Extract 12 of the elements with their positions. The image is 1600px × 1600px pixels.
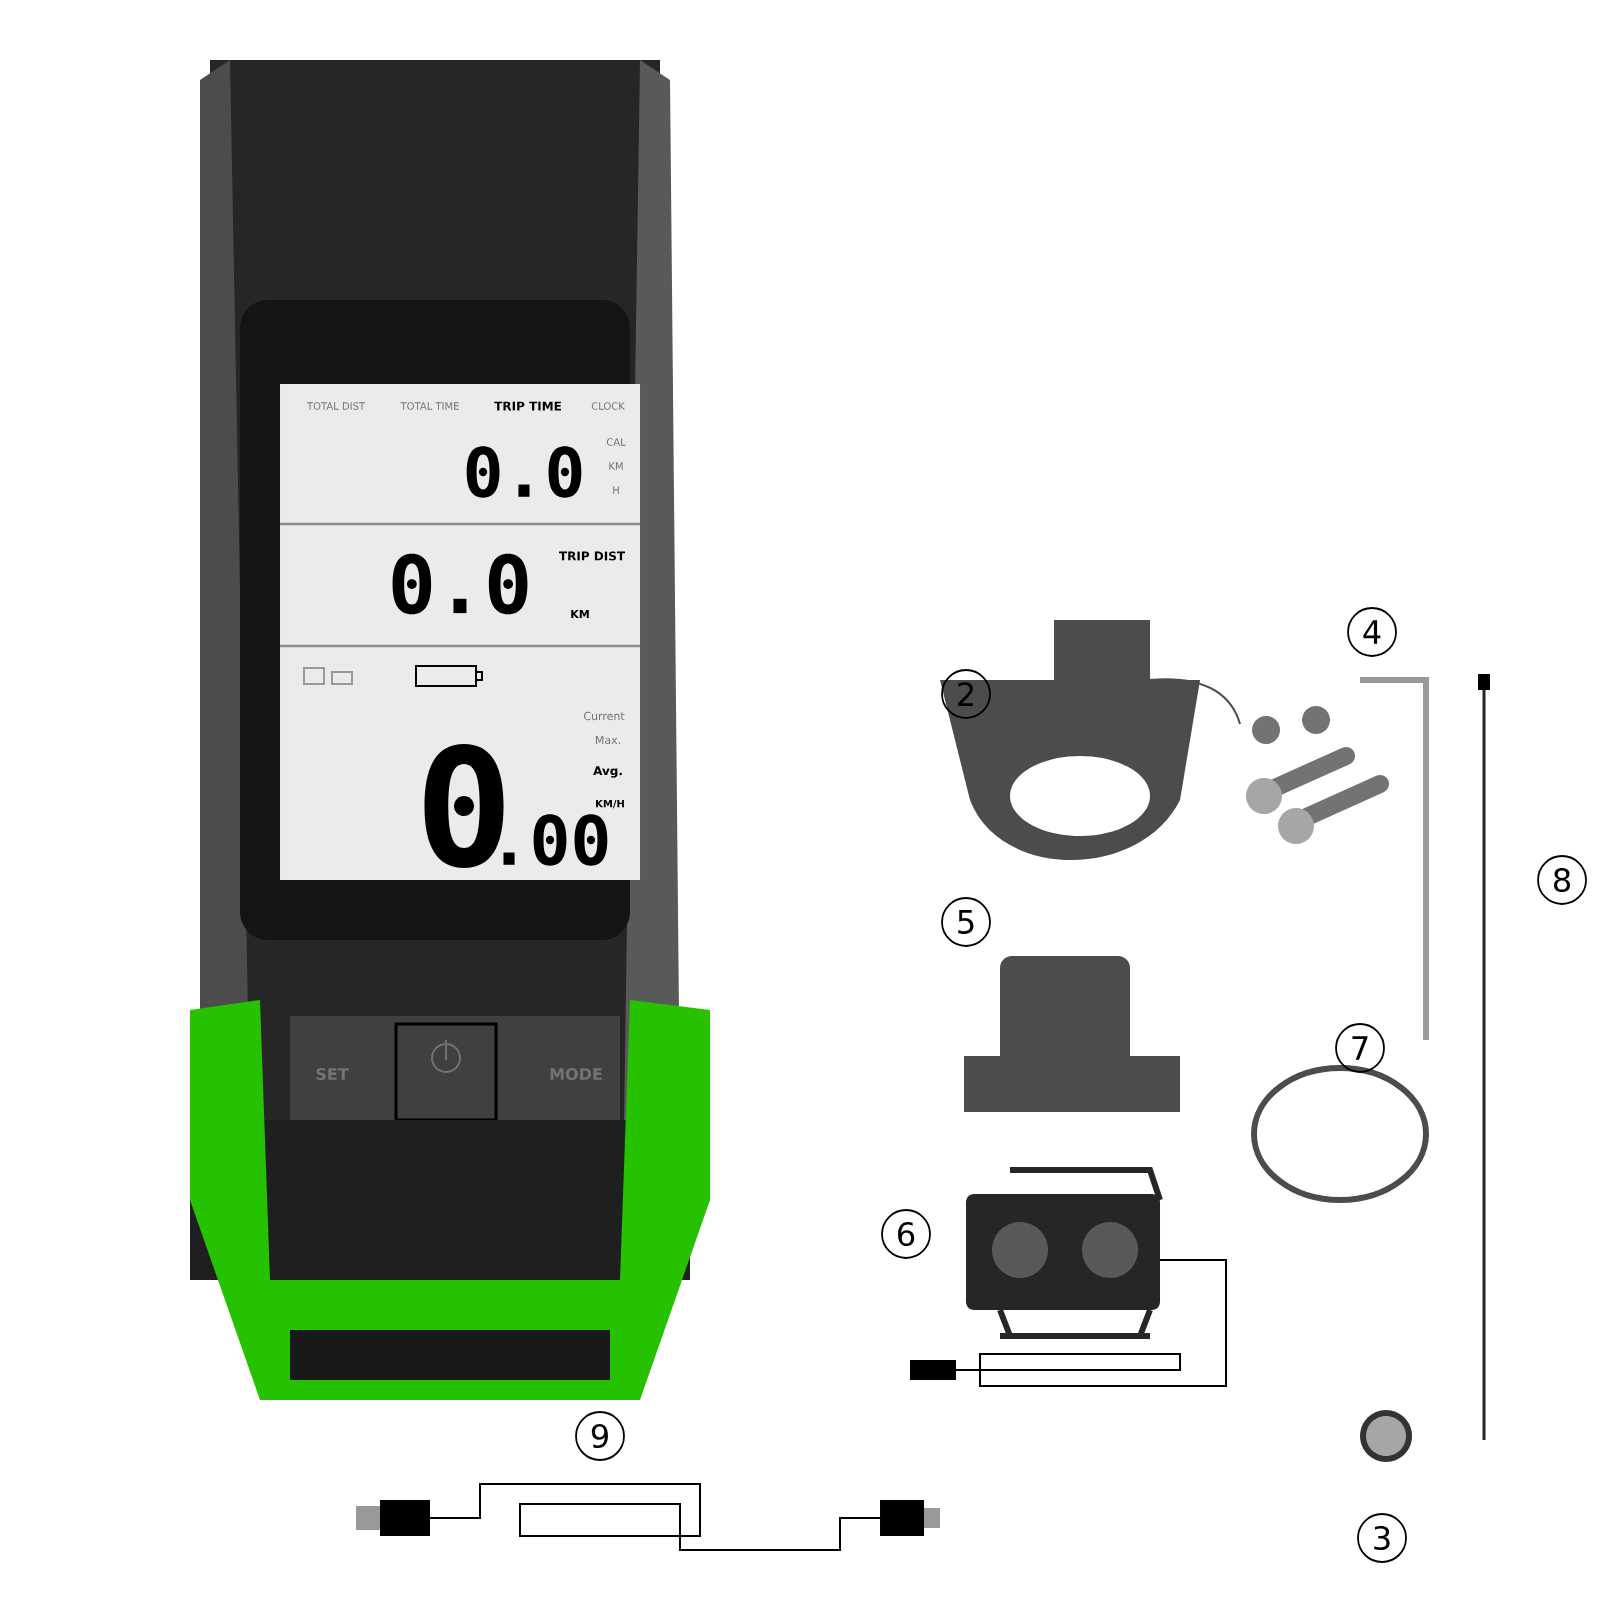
callout-number: 3 bbox=[1357, 1513, 1407, 1563]
display-reading: .00 bbox=[503, 814, 608, 866]
callout-number: 6 bbox=[881, 1209, 931, 1259]
display-reading: 0.0 bbox=[392, 553, 528, 615]
callout-number: 2 bbox=[941, 669, 991, 719]
display-reading: 0.0 bbox=[466, 446, 582, 498]
callout-number: 8 bbox=[1537, 855, 1587, 905]
display-reading: 0 bbox=[424, 744, 504, 869]
callout-number: 4 bbox=[1347, 607, 1397, 657]
callout-number: 9 bbox=[575, 1411, 625, 1461]
callout-number: 7 bbox=[1335, 1023, 1385, 1073]
callout-number: 5 bbox=[941, 897, 991, 947]
